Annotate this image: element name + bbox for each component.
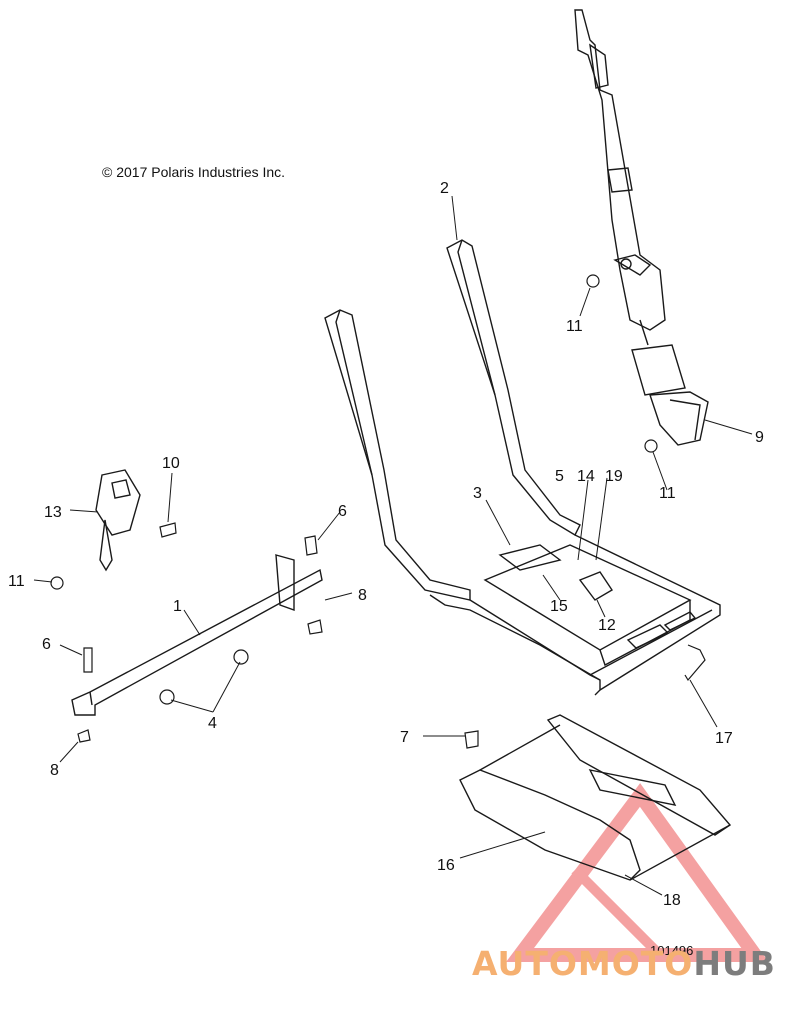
- seat-slider-frame: [459, 714, 732, 881]
- callout-17: 17: [715, 730, 733, 747]
- callout-6: 6: [338, 503, 347, 520]
- callout-11: 11: [566, 318, 583, 335]
- hardware-parts: [50, 274, 706, 749]
- mounting-rail: [71, 554, 323, 716]
- callout-3: 3: [473, 485, 482, 502]
- seat-belt-buckle: [95, 469, 141, 572]
- watermark-logo: AUTOMOTOHUB: [472, 944, 776, 983]
- diagram-id: 101496: [650, 943, 694, 958]
- callout-18: 18: [663, 892, 681, 909]
- callout-19: 19: [605, 468, 623, 485]
- callout-10: 10: [162, 455, 180, 472]
- leader-lines: [33, 195, 753, 896]
- callout-8b: 8: [50, 762, 59, 779]
- watermark-brand-part1: AUTOMOTO: [472, 944, 694, 983]
- callout-11b: 11: [659, 485, 676, 502]
- callout-11c: 11: [8, 573, 25, 590]
- callout-4: 4: [208, 715, 217, 732]
- watermark-brand-part2: HUB: [693, 944, 776, 983]
- callout-12: 12: [598, 617, 616, 634]
- callout-7: 7: [400, 729, 409, 746]
- callout-14: 14: [577, 468, 595, 485]
- callout-16: 16: [437, 857, 455, 874]
- callout-numbers: 1 2 3 4 5 6 6 7 8 8 9 10 11 11 11 12 13 …: [8, 180, 764, 909]
- callout-9: 9: [755, 429, 764, 446]
- callout-6b: 6: [42, 636, 51, 653]
- callout-13: 13: [44, 504, 62, 521]
- callout-2: 2: [440, 180, 449, 197]
- callout-5: 5: [555, 468, 564, 485]
- copyright-text: © 2017 Polaris Industries Inc.: [102, 164, 286, 180]
- seat-belt-assembly: [574, 9, 709, 446]
- watermark-triangle: [506, 783, 769, 962]
- callout-8: 8: [358, 587, 367, 604]
- callout-1: 1: [173, 598, 182, 615]
- seat-frame: [324, 239, 721, 696]
- callout-15: 15: [550, 598, 568, 615]
